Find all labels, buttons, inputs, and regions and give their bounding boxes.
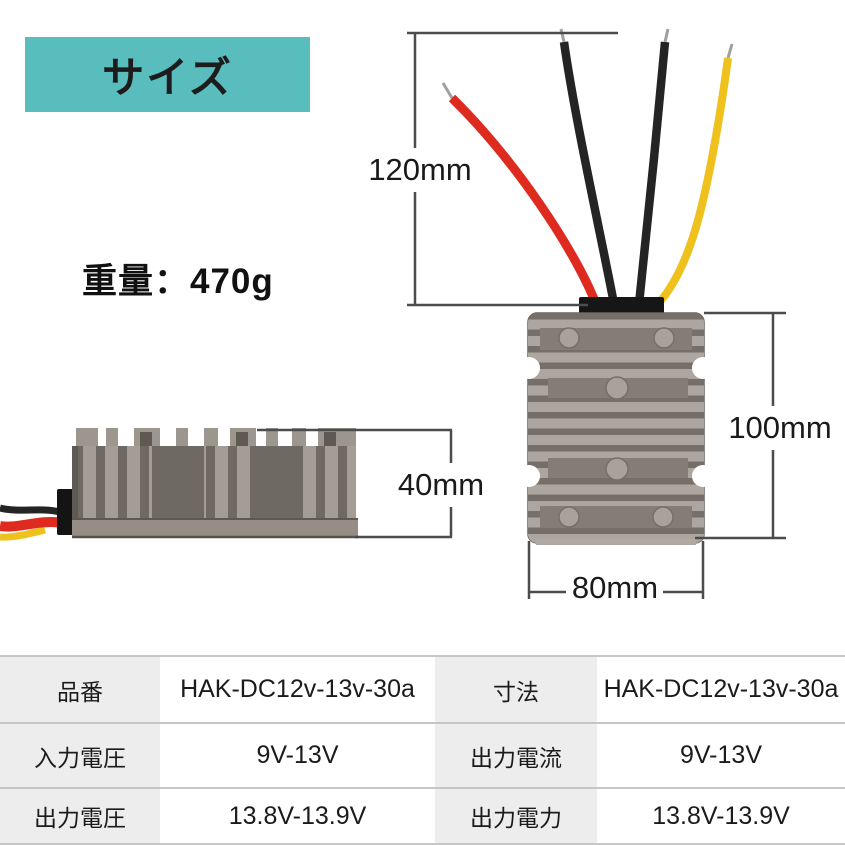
fin-tab	[176, 428, 188, 448]
dimension-120mm	[407, 31, 618, 307]
spec-label-cell: 出力電力	[435, 787, 597, 843]
fin-notch	[236, 432, 248, 446]
fin-tab	[292, 428, 306, 448]
rivet	[652, 506, 674, 528]
spec-value-cell: 13.8V-13.9V	[160, 787, 435, 843]
fin-tab	[76, 428, 98, 448]
dimension-lines	[257, 31, 786, 599]
dimension-40mm	[257, 428, 453, 539]
spec-value-cell: 9V-13V	[160, 722, 435, 787]
fin-tab	[266, 428, 278, 448]
side-view-photo	[0, 428, 358, 541]
spec-value-cell: 13.8V-13.9V	[597, 787, 845, 843]
spec-label-cell: 出力電圧	[0, 787, 160, 843]
mount-hole	[518, 465, 540, 487]
mount-hole	[692, 465, 714, 487]
spec-label-cell: 品番	[0, 655, 160, 722]
fin-tab	[204, 428, 218, 448]
top-view-yellow-wire	[654, 57, 732, 307]
spec-value-cell: HAK-DC12v-13v-30a	[160, 655, 435, 722]
rivets	[558, 327, 675, 528]
top-view-bottom-edge	[536, 539, 696, 545]
fin-notch	[324, 432, 336, 446]
weight-label: 重量：470g	[82, 262, 274, 301]
rivet	[653, 327, 675, 349]
top-view-black-wire-2	[634, 41, 670, 305]
side-view-fin-tops	[76, 428, 356, 448]
mount-hole	[518, 357, 540, 379]
spec-label-cell: 出力電流	[435, 722, 597, 787]
spec-label-cell: 入力電圧	[0, 722, 160, 787]
side-view-red-wire	[0, 517, 63, 532]
fin-notch	[140, 432, 152, 446]
dimension-label-body-height: 100mm	[725, 410, 835, 446]
dimension-label-body-width: 80mm	[568, 570, 662, 606]
dimension-label-wire-length: 120mm	[365, 152, 475, 188]
top-view-photo	[441, 28, 734, 545]
dimension-label-side-height: 40mm	[394, 467, 488, 503]
wire-tip	[441, 82, 454, 99]
side-view-panel	[258, 446, 302, 522]
side-view-yellow-wire	[0, 526, 46, 541]
dimension-100mm	[695, 311, 786, 540]
top-view-terminal-block	[579, 297, 664, 316]
top-view-red-wire	[448, 94, 601, 306]
rivet	[558, 506, 580, 528]
wire-tip	[559, 28, 566, 43]
side-view-panel	[152, 446, 204, 522]
mount-hole	[692, 357, 714, 379]
top-view-black-wire-1	[559, 41, 619, 305]
side-view-left-edge	[72, 446, 78, 538]
top-view-fins	[528, 313, 704, 543]
wire-tip	[663, 28, 670, 43]
spec-value-cell: HAK-DC12v-13v-30a	[597, 655, 845, 722]
spec-label-cell: 寸法	[435, 655, 597, 722]
size-badge-label: サイズ	[102, 54, 233, 101]
spec-value-cell: 9V-13V	[597, 722, 845, 787]
side-view-fins	[74, 446, 356, 522]
dimension-80mm	[527, 541, 705, 599]
fin-tab	[106, 428, 118, 448]
fin-tab	[342, 428, 356, 448]
rivet	[558, 327, 580, 349]
rivet	[605, 457, 629, 481]
spec-table: 品番 HAK-DC12v-13v-30a 寸法 HAK-DC12v-13v-30…	[0, 655, 845, 845]
side-view-base	[72, 519, 358, 538]
wire-tip	[726, 43, 734, 59]
side-view-black-wire	[0, 504, 61, 516]
size-badge: サイズ	[25, 37, 310, 112]
rivet	[605, 376, 629, 400]
